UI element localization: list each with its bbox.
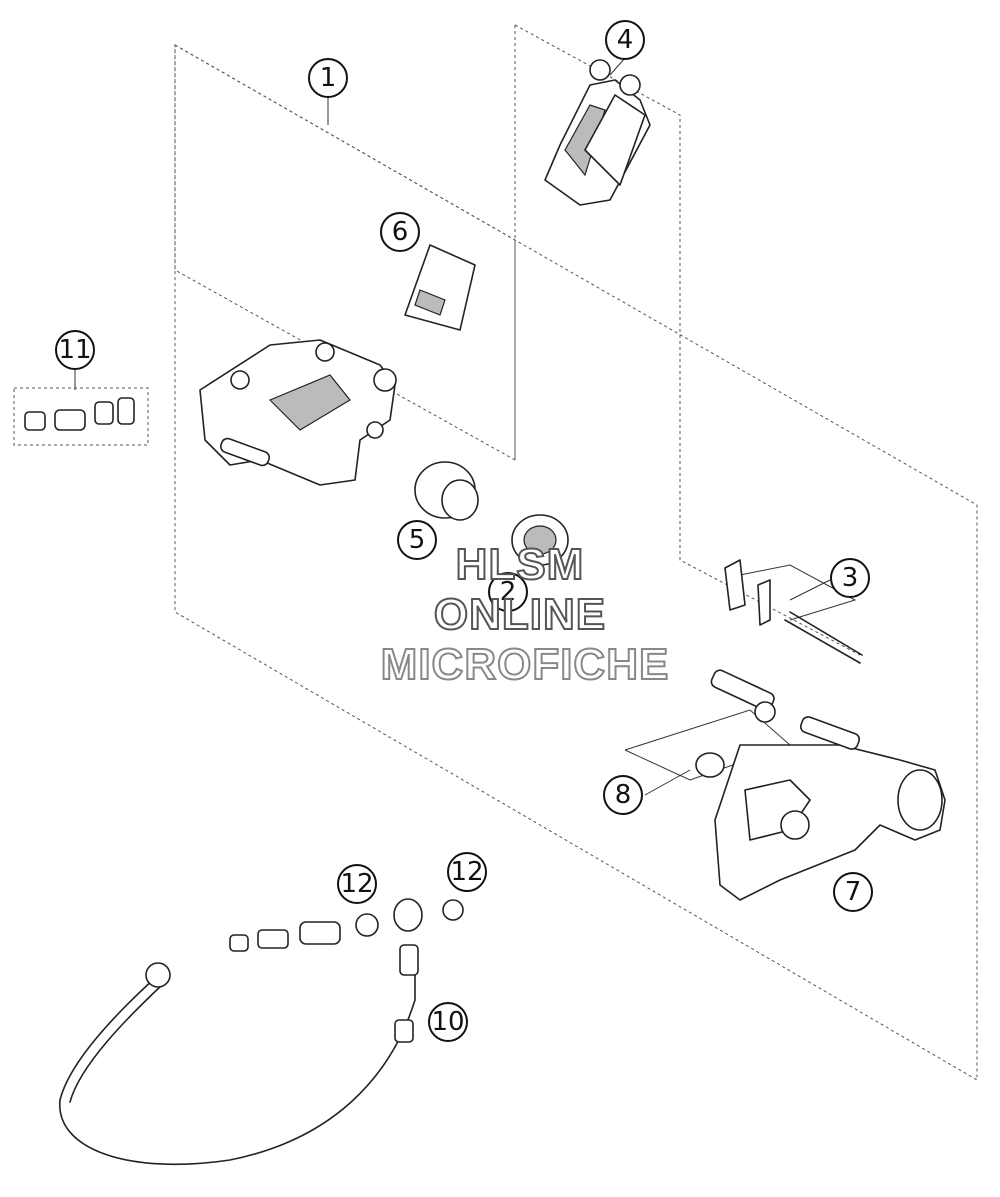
svg-text:6: 6 [392,217,409,247]
svg-text:8: 8 [615,780,632,810]
callout-2: 2 [488,572,528,612]
banjo-bolt-part [229,921,341,952]
callout-4: 4 [605,20,645,60]
pin-and-clips-part [724,559,863,664]
washer-part-b [442,899,464,921]
assembly-frame-caliper [174,44,516,461]
svg-text:12: 12 [340,869,373,899]
leader-3-frame [739,564,857,621]
svg-text:7: 7 [845,877,862,907]
svg-text:3: 3 [842,563,859,593]
assembly-frame-main [174,44,978,1081]
watermark-line-3: MICROFICHE [380,639,670,690]
callout-12-left: 12 [337,864,377,904]
caliper-body-part [199,339,397,486]
callout-10: 10 [428,1002,468,1042]
callout-7: 7 [833,872,873,912]
pad-spring-part [404,244,476,331]
callout-6: 6 [380,212,420,252]
caliper-bracket-part [714,716,946,901]
brake-hose-part [59,898,423,1166]
watermark-line-1: HLSM [455,539,585,590]
callout-11: 11 [55,330,95,370]
brake-pads-part [544,59,651,206]
bleeder-kit-part [24,397,135,431]
svg-text:4: 4 [617,25,634,55]
callout-1: 1 [308,58,348,98]
callout-3: 3 [830,558,870,598]
watermark-line-2: ONLINE [433,589,607,640]
svg-text:10: 10 [431,1007,464,1037]
leader-8 [644,769,691,796]
washer-part-a [355,913,379,937]
bushing-bolts-part [695,669,776,778]
svg-text:1: 1 [320,63,337,93]
leader-4 [609,57,626,76]
svg-text:11: 11 [58,335,91,365]
svg-text:5: 5 [409,525,426,555]
piston-part [414,461,479,521]
callout-8: 8 [603,775,643,815]
box-bleeder-kit [13,387,149,446]
svg-text:12: 12 [450,857,483,887]
callout-5: 5 [397,520,437,560]
callout-12-right: 12 [447,852,487,892]
svg-text:2: 2 [500,577,517,607]
seal-kit-part [511,514,569,566]
